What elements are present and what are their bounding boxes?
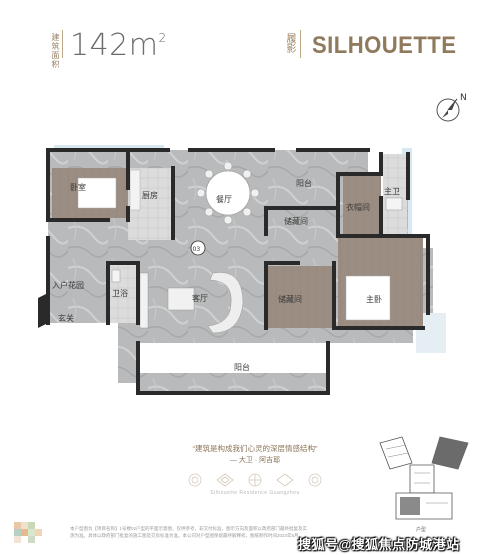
keymap-unit <box>400 497 420 515</box>
layout-label: 履影 <box>284 33 295 53</box>
dining-chairs <box>196 161 260 225</box>
room-label-living: 客厅 <box>192 293 208 303</box>
room-label-cloakroom: 衣帽间 <box>346 202 370 212</box>
storage-mid-floor <box>266 266 334 328</box>
toilet <box>111 269 121 283</box>
quote-text: “建筑是构成我们心灵的深层情感结构” <box>192 444 318 453</box>
room-label-storage-top: 储藏间 <box>284 216 308 226</box>
room-label-balcony-top: 阳台 <box>296 178 312 188</box>
master-bath-floor <box>383 154 407 236</box>
floor-plan: 03 卧室 厨房 餐厅 阳台 储藏间 衣帽间 主卫 入户花园 卫浴 客厅 储藏间… <box>38 145 446 395</box>
corner-terrace <box>416 313 446 353</box>
view-marker-label: 03 <box>193 246 201 253</box>
building-keymap <box>379 436 469 520</box>
ornament-icon <box>188 473 322 487</box>
disclaimer-text: 本户型图为【项目名称】1号楼02户型的平面示意图，仅供参考，非交付标准，图示方向… <box>70 526 308 538</box>
bedroom-left-bed <box>77 177 117 209</box>
room-label-bathroom: 卫浴 <box>112 288 128 298</box>
keymap-unit-label: 户型 <box>416 527 427 533</box>
qr-mosaic-icon <box>14 522 42 543</box>
master-bed <box>345 275 391 321</box>
walls <box>46 148 430 395</box>
dining-table <box>205 170 251 216</box>
source-watermark: 搜狐号@搜狐焦点防城港站 <box>298 537 460 552</box>
coffee-table <box>167 287 195 311</box>
north-compass-icon: N <box>436 93 467 122</box>
room-label-entrance: 玄关 <box>58 313 74 323</box>
room-label-bedroom-left: 卧室 <box>70 182 86 192</box>
area-number: 142m <box>70 28 159 63</box>
room-label-master-bedroom: 主卧 <box>366 294 382 304</box>
bathtub <box>385 197 403 211</box>
layout-name: SILHOUETTE <box>312 32 457 59</box>
entrance-door <box>38 293 48 328</box>
room-label-storage-mid: 储藏间 <box>278 294 302 304</box>
kitchen-counter <box>129 169 141 211</box>
room-label-entry-garden: 入户花园 <box>52 280 84 290</box>
room-label-kitchen: 厨房 <box>142 190 158 200</box>
compass-letter: N <box>460 93 467 103</box>
room-label-master-bath: 主卫 <box>384 186 400 196</box>
room-label-balcony-bottom: 阳台 <box>234 362 250 372</box>
header-divider <box>300 30 301 58</box>
area-label: 建筑面积 <box>51 33 60 69</box>
sofa <box>207 272 244 334</box>
keymap-highlight <box>432 437 468 469</box>
view-marker-icon <box>190 240 206 256</box>
room-label-dining: 餐厅 <box>216 195 232 204</box>
header-divider <box>62 30 63 58</box>
area-unit-superscript: 2 <box>158 31 167 45</box>
cloakroom-floor <box>343 174 381 234</box>
area-value: 142m2 <box>70 28 167 63</box>
quote-author: — 大卫 · 阿吉耶 <box>229 457 281 464</box>
tv-cabinet <box>139 272 149 329</box>
brand-caption: Silhouette Residence Guangzhou <box>210 490 300 496</box>
